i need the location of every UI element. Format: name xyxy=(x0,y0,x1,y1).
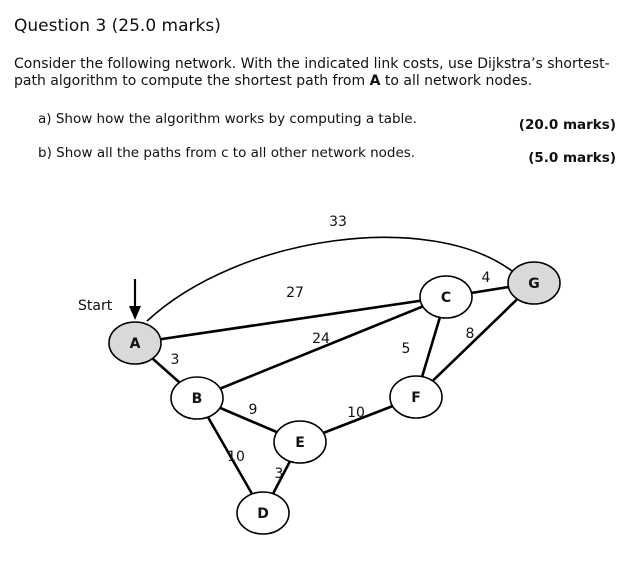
node-f: F xyxy=(389,375,443,419)
edge-cost-c-f: 5 xyxy=(402,341,411,357)
node-c-circle xyxy=(419,275,473,319)
edge-cost-a-c: 27 xyxy=(286,285,304,301)
node-a-circle xyxy=(108,321,162,365)
edge-cost-b-e: 9 xyxy=(249,402,258,418)
start-arrow-head xyxy=(129,306,141,320)
node-e: E xyxy=(273,420,327,464)
node-d: D xyxy=(236,491,290,535)
intro-text: Consider the following network. With the… xyxy=(14,56,610,89)
edge-cost-c-g: 4 xyxy=(482,270,491,286)
start-label: Start xyxy=(78,298,113,314)
question-title: Question 3 (25.0 marks) xyxy=(14,16,221,36)
node-b-circle xyxy=(170,376,224,420)
node-d-circle xyxy=(236,491,290,535)
edge-cost-b-d: 10 xyxy=(227,449,245,465)
question-intro: Consider the following network. With the… xyxy=(14,56,619,90)
node-g-label: G xyxy=(528,276,540,292)
intro-text-end: to all network nodes. xyxy=(380,73,533,89)
node-a-label: A xyxy=(130,336,141,352)
node-a: A xyxy=(108,321,162,365)
edge-a-g xyxy=(146,236,513,322)
edge-cost-a-b: 3 xyxy=(171,352,180,368)
edge-cost-e-f: 10 xyxy=(347,405,365,421)
node-e-circle xyxy=(273,420,327,464)
node-f-label: F xyxy=(411,390,421,406)
part-a-marks: (20.0 marks) xyxy=(518,117,616,133)
node-e-label: E xyxy=(295,435,305,451)
intro-node-a: A xyxy=(369,73,381,89)
part-a-text: a) Show how the algorithm works by compu… xyxy=(38,111,417,127)
node-c-label: C xyxy=(441,290,451,306)
node-f-circle xyxy=(389,375,443,419)
part-b-text: b) Show all the paths from c to all othe… xyxy=(38,145,416,161)
edge-cost-e-d: 3 xyxy=(275,466,284,482)
edge-b-c xyxy=(196,295,447,400)
node-b-label: B xyxy=(192,391,203,407)
edge-cost-f-g: 8 xyxy=(466,326,475,342)
node-g: G xyxy=(507,261,561,305)
edge-a-c xyxy=(134,295,447,345)
part-b-marks: (5.0 marks) xyxy=(528,150,616,166)
node-b: B xyxy=(170,376,224,420)
edge-cost-b-c: 24 xyxy=(312,331,330,347)
edge-cost-a-g: 33 xyxy=(329,214,347,230)
edge-f-g xyxy=(415,282,535,398)
node-d-label: D xyxy=(257,506,269,522)
node-c: C xyxy=(419,275,473,319)
node-g-circle xyxy=(507,261,561,305)
